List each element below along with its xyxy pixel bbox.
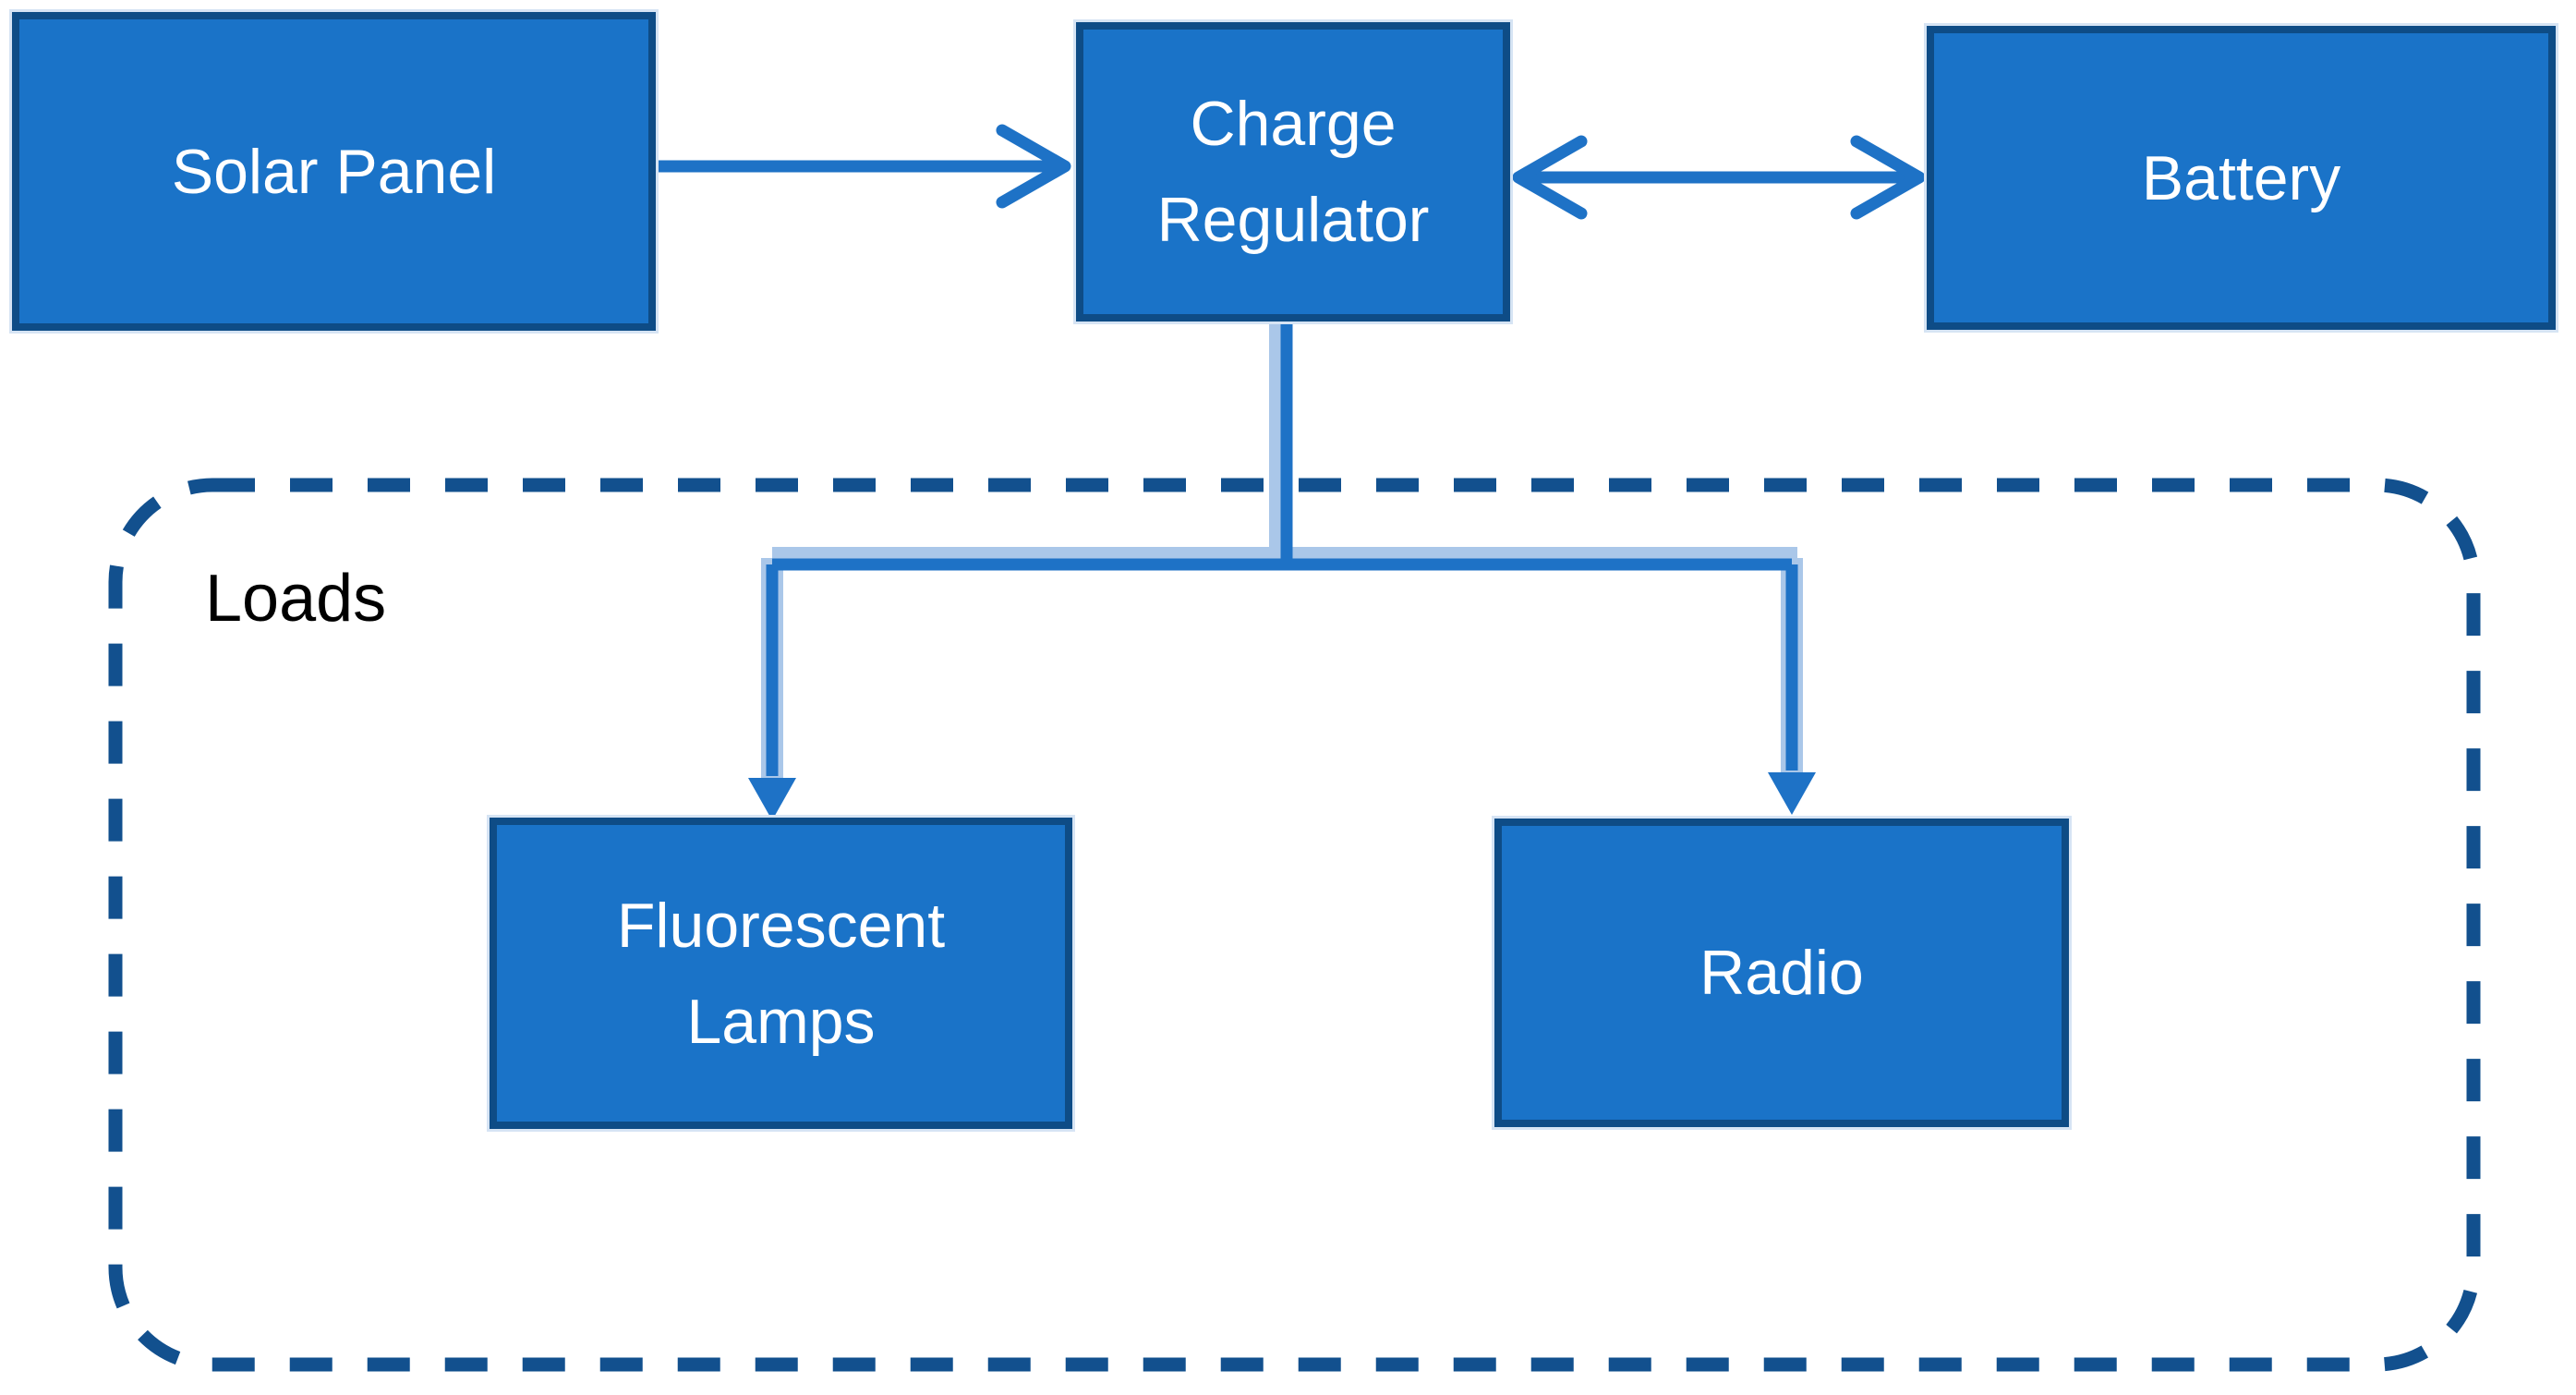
fluorescent-lamps-label: Fluorescent Lamps xyxy=(616,890,946,1057)
loads-group-border xyxy=(108,478,2481,1372)
arrowhead-into-regulator-icon xyxy=(996,124,1071,209)
edge-regulator-to-loads xyxy=(766,324,1798,776)
fluorescent-lamps-node: Fluorescent Lamps xyxy=(490,818,1072,1129)
battery-node: Battery xyxy=(1927,26,2556,330)
radio-node: Radio xyxy=(1494,819,2069,1127)
charge-regulator-label: Charge Regulator xyxy=(1156,89,1430,255)
battery-label: Battery xyxy=(2141,142,2341,213)
charge-regulator-node: Charge Regulator xyxy=(1076,22,1510,321)
arrowhead-into-lamps-icon xyxy=(748,778,796,820)
loads-group-label: Loads xyxy=(205,562,387,636)
arrowhead-into-battery-icon xyxy=(1850,135,1926,220)
solar-panel-node: Solar Panel xyxy=(12,12,656,331)
radio-label: Radio xyxy=(1699,938,1864,1008)
arrowhead-into-radio-icon xyxy=(1768,772,1816,815)
solar-panel-label: Solar Panel xyxy=(171,136,497,207)
arrowhead-into-regulator-left-icon xyxy=(1512,135,1588,220)
